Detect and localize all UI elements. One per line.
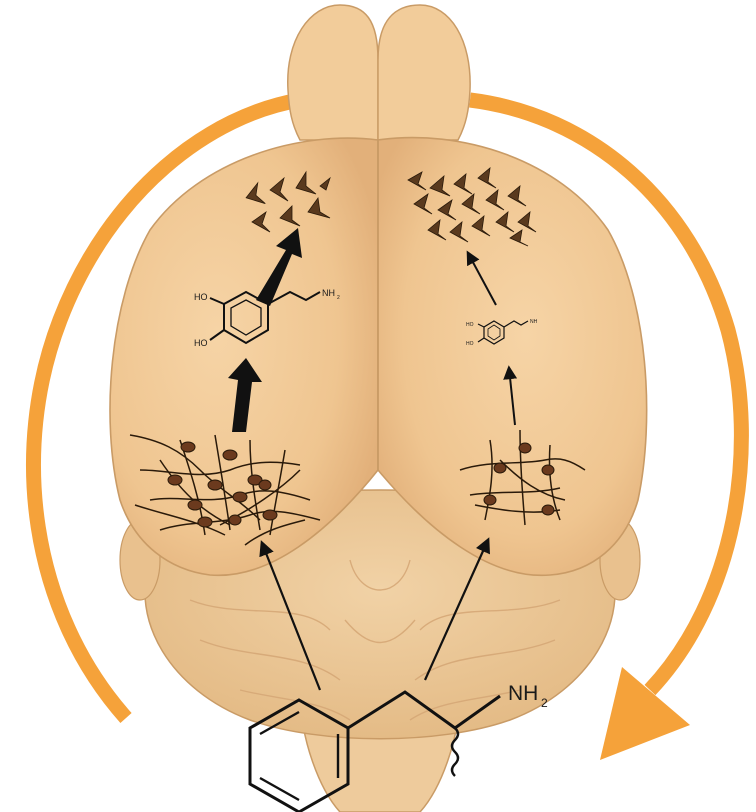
right-ho-top-label: HO [466, 322, 474, 328]
neuron-soma [263, 510, 277, 520]
neuron-soma [542, 505, 554, 515]
neuron-soma [198, 517, 212, 527]
neuron-soma [229, 515, 241, 525]
neuron-soma [259, 480, 271, 490]
neuron-soma [494, 463, 506, 473]
neuron-soma [168, 475, 182, 485]
neuron-soma [484, 495, 496, 505]
cycle-arrowhead [600, 667, 690, 760]
left-ho-bottom-label: HO [194, 338, 208, 348]
bottom-nh2-subscript: 2 [541, 696, 548, 710]
left-nh2-label: NH [322, 288, 335, 298]
olfactory-bulbs [288, 5, 470, 140]
neuron-soma [188, 500, 202, 510]
neuron-soma [542, 465, 554, 475]
right-ho-bottom-label: HO [466, 341, 474, 347]
neuron-soma [519, 443, 531, 453]
neuron-soma [208, 480, 222, 490]
left-nh2-subscript: 2 [337, 295, 340, 301]
right-nh-label: NH [530, 319, 538, 325]
neuron-soma [181, 442, 195, 452]
left-ho-top-label: HO [194, 292, 208, 302]
bottom-nh2-label: NH [508, 682, 538, 705]
neuron-soma [233, 492, 247, 502]
neuron-soma [223, 450, 237, 460]
